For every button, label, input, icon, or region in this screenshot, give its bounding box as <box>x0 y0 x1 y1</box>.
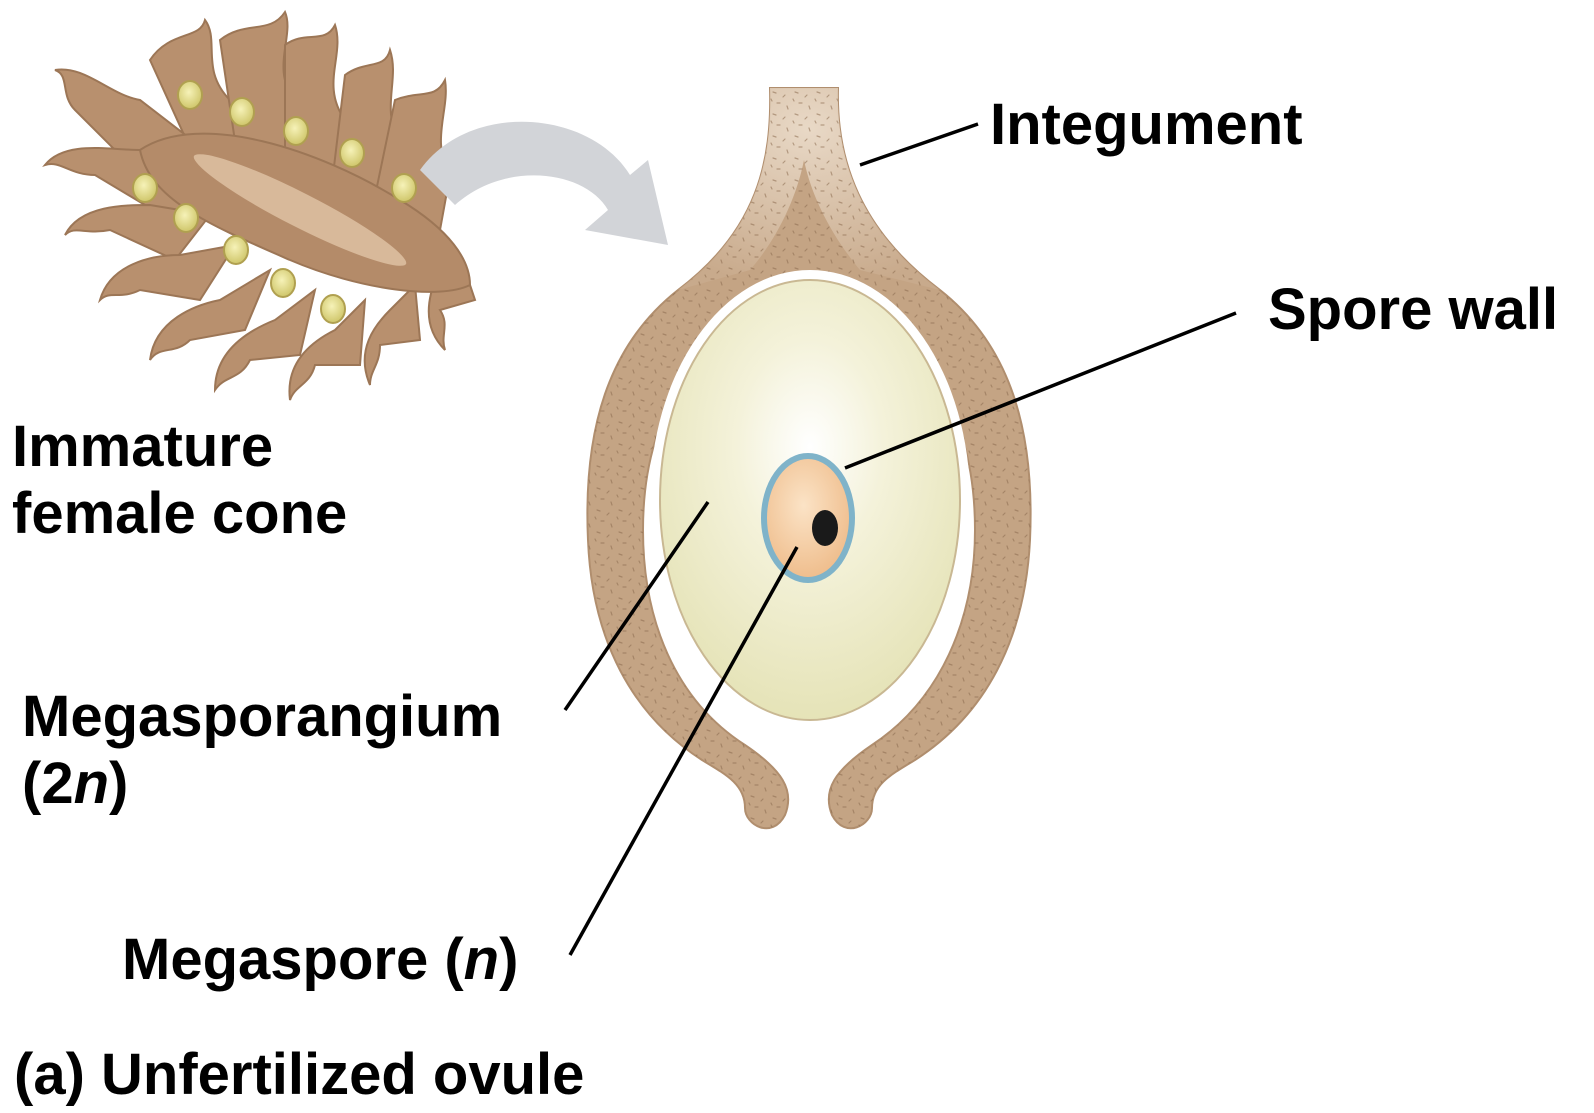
ploidy-n: n <box>74 751 109 816</box>
immature-female-cone-label: Immature female cone <box>12 414 347 547</box>
figure-caption: (a) Unfertilized ovule <box>14 1042 584 1109</box>
megasporangium-label-name: Megasporangium <box>22 684 502 751</box>
megaspore-label-name: Megaspore ( <box>122 927 464 992</box>
megasporangium-label: Megasporangium (2n) <box>22 684 502 817</box>
megaspore-nucleus <box>812 510 838 546</box>
megaspore-label: Megaspore (n) <box>122 927 518 994</box>
spore-wall <box>764 456 852 580</box>
cone-label-line2: female cone <box>12 481 347 548</box>
integument-label: Integument <box>990 92 1303 159</box>
arrow-to-ovule <box>420 122 668 245</box>
immature-female-cone <box>45 12 475 400</box>
ploidy-close: ) <box>109 751 128 816</box>
megaspore-label-n: n <box>464 927 499 992</box>
megaspore-label-close: ) <box>499 927 518 992</box>
spore-wall-label: Spore wall <box>1268 277 1558 344</box>
cone-label-line1: Immature <box>12 414 347 481</box>
megasporangium-label-ploidy: (2n) <box>22 751 502 818</box>
leader-integument <box>860 124 978 165</box>
ploidy-open: (2 <box>22 751 74 816</box>
